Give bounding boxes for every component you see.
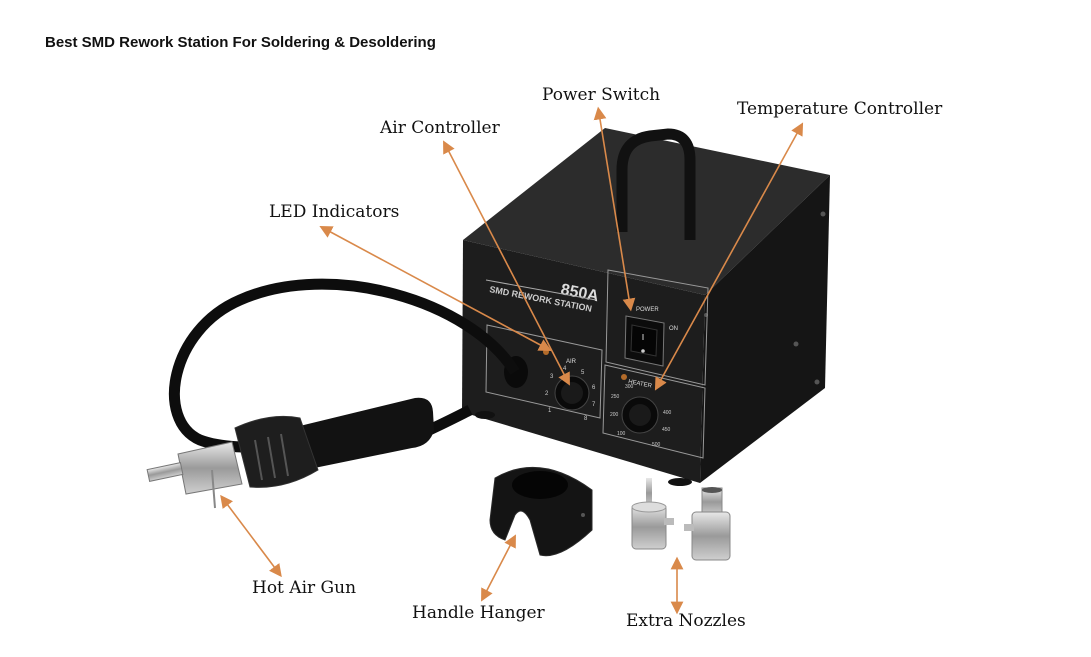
- heater-scale-400: 400: [663, 410, 672, 416]
- air-scale-8: 8: [584, 416, 588, 422]
- hot-air-gun-arrow: [220, 494, 282, 578]
- heater-scale-450: 450: [662, 427, 671, 433]
- power-switch-arrow: [593, 106, 636, 312]
- air-scale-2: 2: [545, 391, 549, 397]
- air-scale-5: 5: [581, 370, 585, 376]
- air-scale-1: 1: [548, 408, 552, 414]
- air-scale-7: 7: [592, 402, 596, 408]
- extra-nozzle-small: [631, 478, 674, 550]
- air-scale-6: 6: [592, 385, 596, 391]
- temperature-control-knob[interactable]: [621, 396, 659, 434]
- handle-hanger: [489, 467, 593, 557]
- page-title: Best SMD Rework Station For Soldering & …: [45, 34, 436, 51]
- callout-hot-air-gun: Hot Air Gun: [252, 578, 357, 598]
- on-label: ON: [669, 326, 678, 332]
- led-indicators-arrow: [319, 225, 552, 352]
- heater-scale-200: 200: [610, 412, 619, 418]
- callout-arrows: [220, 106, 804, 615]
- callout-led-indicators: LED Indicators: [269, 202, 400, 222]
- callout-air-controller: Air Controller: [380, 118, 500, 138]
- heater-scale-500: 500: [652, 442, 661, 448]
- heater-scale-300: 300: [625, 384, 634, 390]
- handle-hanger-arrow: [481, 534, 516, 602]
- heater-led-indicator: [621, 374, 627, 380]
- heater-label: HEATER: [628, 379, 653, 390]
- air-label: AIR: [566, 359, 577, 365]
- air-control-knob[interactable]: [554, 375, 590, 411]
- temperature-controller-arrow: [654, 122, 804, 391]
- heater-scale-100: 100: [617, 431, 626, 437]
- callout-extra-nozzles: Extra Nozzles: [626, 611, 746, 631]
- callout-handle-hanger: Handle Hanger: [412, 603, 545, 623]
- extra-nozzle-large: [684, 487, 731, 561]
- callout-power-switch: Power Switch: [542, 85, 661, 105]
- hot-air-gun[interactable]: [146, 397, 434, 509]
- power-label: POWER: [636, 307, 659, 313]
- rework-station: 850A SMD REWORK STATION POWER ON AIR 1 2…: [462, 128, 830, 486]
- air-led-indicator: [543, 349, 549, 355]
- heater-scale-250: 250: [611, 394, 620, 400]
- power-switch[interactable]: [624, 315, 665, 367]
- callout-temperature-controller: Temperature Controller: [737, 99, 943, 119]
